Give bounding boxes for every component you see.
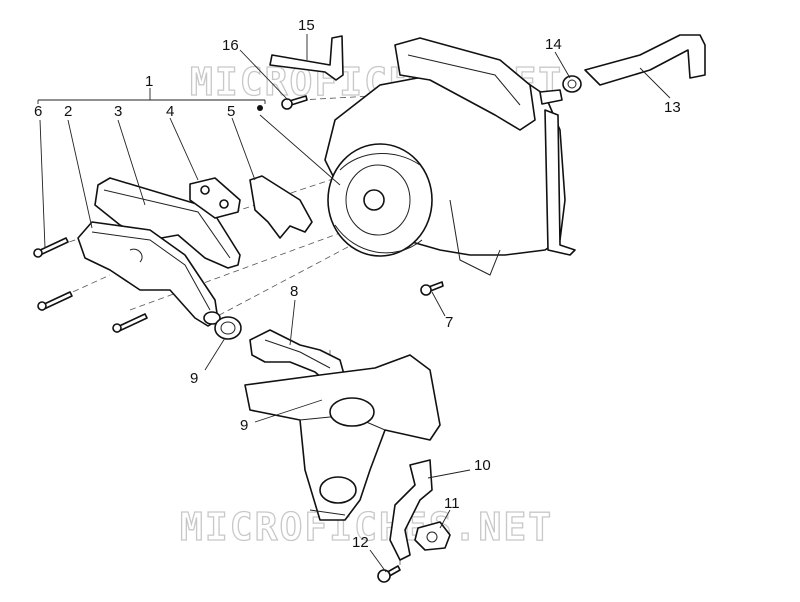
callout-15: 15 [298, 17, 315, 34]
screw-set-left [33, 237, 148, 333]
bolt-part [281, 95, 308, 110]
fan-housing-part [324, 37, 576, 276]
pad-part [249, 175, 313, 239]
callout-16: 16 [222, 37, 239, 54]
callout-10: 10 [474, 457, 491, 474]
screw-part-7 [420, 281, 444, 296]
callout-1-bracket [37, 88, 266, 111]
callout-9b: 9 [240, 417, 248, 434]
grommet-part [189, 177, 241, 219]
bolt-part-12 [377, 565, 401, 583]
callout-numbers: 1 2 3 4 5 6 7 8 9 9 10 11 12 13 14 15 16 [34, 17, 681, 551]
callout-9a: 9 [190, 370, 198, 387]
hose-part [584, 34, 706, 86]
callout-12: 12 [352, 534, 369, 551]
clamp-part-14 [562, 75, 582, 93]
callout-7: 7 [445, 314, 453, 331]
cover-part [77, 221, 219, 327]
callout-11: 11 [444, 495, 460, 512]
callout-14: 14 [545, 36, 562, 53]
bracket-part [269, 35, 344, 81]
callout-6: 6 [34, 103, 42, 120]
callout-1: 1 [145, 73, 153, 90]
callout-13: 13 [664, 99, 681, 116]
watermark-bottom: MICROFICHES.NET [180, 505, 553, 549]
callout-2: 2 [64, 103, 72, 120]
pipe-part [389, 459, 433, 561]
lower-duct-housing-part [244, 354, 441, 521]
callout-4: 4 [166, 103, 174, 120]
clamp-part-9a [214, 316, 242, 340]
callout-leaders [39, 34, 671, 573]
callout-3: 3 [114, 103, 122, 120]
callout-5: 5 [227, 103, 235, 120]
callout-8: 8 [290, 283, 298, 300]
gasket-part-11 [414, 521, 451, 551]
